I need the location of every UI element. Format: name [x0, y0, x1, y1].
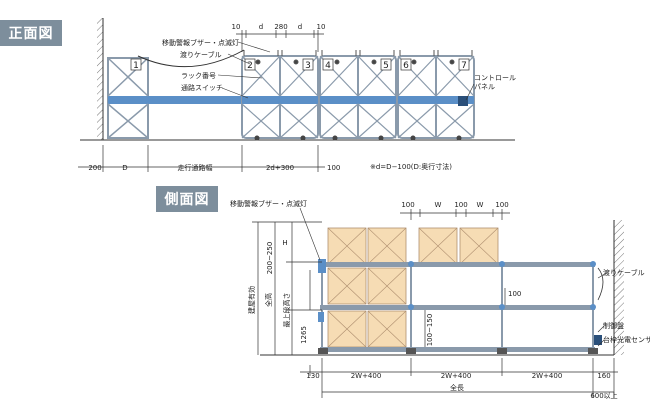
- side-label-shelf-gap: 100: [508, 290, 521, 298]
- bay-number-3: 3: [305, 61, 311, 71]
- side-wall-hatch: [614, 220, 624, 355]
- side-callout-sensor: 台枠光電センサ: [603, 335, 650, 344]
- side-dim-top-100a: 100: [401, 201, 414, 209]
- side-alarm-lamp: [318, 259, 326, 273]
- side-label-base: 1265: [300, 326, 308, 344]
- side-dim-bottom-right: 160: [597, 372, 610, 380]
- front-dim-top-d2: d: [298, 23, 302, 31]
- side-bottom-dimensions: [300, 358, 618, 398]
- side-dim-top-100b: 100: [454, 201, 467, 209]
- front-dim-bottom-right: 100: [327, 164, 340, 172]
- cable-curve: [137, 49, 245, 68]
- side-callout-control: 制御盤: [603, 321, 624, 330]
- aisle-beam: [148, 96, 242, 104]
- bay-number-1: 1: [133, 61, 139, 71]
- side-control-box: [594, 335, 602, 345]
- bay-number-5: 5: [383, 61, 389, 71]
- front-dim-bottom-left: 200: [88, 164, 101, 172]
- control-panel-box: [458, 96, 468, 106]
- front-dim-bottom-aisle: 走行通路幅: [178, 163, 213, 172]
- cargo-boxes: [327, 227, 499, 348]
- rack-pair-2-3: [241, 55, 319, 141]
- front-callout-leaders: [217, 41, 475, 101]
- side-dim-bottom-bay2: 2W+400: [441, 372, 472, 380]
- front-view: 1 2 3 4 5 6 7 10 d 280 d 10: [78, 18, 516, 172]
- side-label-low-range: 100~150: [426, 314, 434, 347]
- front-view-title: 正面図: [0, 20, 62, 46]
- front-dim-top-d1: d: [259, 23, 263, 31]
- side-label-overall-height: 全高: [264, 293, 273, 307]
- front-wall-hatch: [97, 18, 103, 140]
- side-alarm-leader: [299, 207, 321, 261]
- front-callout-control-1: コントロール: [474, 74, 516, 82]
- front-bottom-dimensions: [78, 145, 325, 172]
- bay-number-2: 2: [247, 61, 253, 71]
- side-view: 100 W 100 W 100 移動警報ブザー・点滅灯 建屋有効 全高 H 20…: [230, 199, 650, 400]
- side-label-top-clear: H: [282, 239, 287, 247]
- bay-number-7: 7: [461, 61, 467, 71]
- front-callout-pass-switch: 通路スイッチ: [181, 83, 223, 92]
- side-callout-alarm: 移動警報ブザー・点滅灯: [230, 199, 307, 208]
- side-dim-bottom-bay1: 2W+400: [351, 372, 382, 380]
- side-label-top-range: 200~250: [266, 242, 274, 275]
- front-dim-top-280: 280: [274, 23, 287, 31]
- cargo-box-cross: [367, 227, 407, 265]
- side-label-building-height: 建屋有効: [247, 286, 256, 314]
- side-dim-top-100c: 100: [495, 201, 508, 209]
- front-callout-cable: 渡りケーブル: [180, 50, 222, 59]
- front-dim-top-10b: 10: [317, 23, 326, 31]
- cargo-box-cross: [367, 310, 407, 348]
- front-top-dimensions: [236, 30, 324, 52]
- side-dim-bottom-left: 130: [306, 372, 319, 380]
- side-dim-top-w2: W: [477, 201, 484, 209]
- front-dim-bottom-span: 2d+300: [266, 164, 294, 172]
- front-dim-bottom-d: D: [122, 164, 127, 172]
- side-dim-bottom-min: 600以上: [590, 391, 617, 400]
- front-callout-alarm: 移動警報ブザー・点滅灯: [162, 38, 239, 47]
- cargo-box-cross: [418, 227, 458, 265]
- bay-number-6: 6: [403, 61, 409, 71]
- mobile-racks: [241, 50, 475, 141]
- cargo-box-cross: [327, 310, 367, 348]
- side-callout-leaders: [597, 271, 609, 347]
- side-rack-beams: [318, 259, 604, 354]
- side-dim-bottom-total: 全長: [450, 383, 464, 392]
- bay-number-4: 4: [325, 61, 331, 71]
- front-callout-control-2: パネル: [474, 83, 495, 91]
- front-dim-top-10a: 10: [232, 23, 241, 31]
- front-note: ※d=D−100(D:奥行寸法): [370, 162, 452, 171]
- cargo-box-cross: [367, 267, 407, 305]
- side-label-top-level: 最上段高さ: [282, 293, 291, 328]
- side-dim-bottom-bay3: 2W+400: [532, 372, 563, 380]
- front-callout-rack-no: ラック番号: [181, 72, 216, 80]
- side-view-title: 側面図: [156, 186, 218, 212]
- cargo-box-cross: [459, 227, 499, 265]
- fixed-rack-1: [107, 57, 149, 139]
- side-top-dimensions: [400, 209, 510, 220]
- side-dim-top-w1: W: [435, 201, 442, 209]
- side-vertical-dimensions: [252, 221, 506, 355]
- cargo-box-cross: [327, 227, 367, 265]
- bay-number-labels: 1 2 3 4 5 6 7: [130, 58, 470, 71]
- cargo-box-cross: [327, 267, 367, 305]
- side-callout-cable: 渡りケーブル: [603, 268, 645, 277]
